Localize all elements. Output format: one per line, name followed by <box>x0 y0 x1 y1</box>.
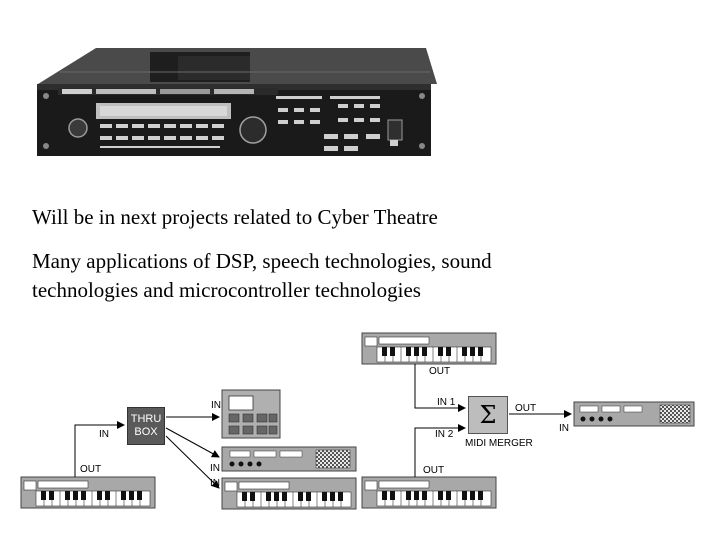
label-in2: IN 2 <box>435 429 454 440</box>
keyboard-bottom-right <box>361 476 497 509</box>
label-in-pad: IN <box>211 400 221 411</box>
label-out-bottom-keyboard: OUT <box>423 465 445 476</box>
thru-box: THRU BOX <box>127 407 165 445</box>
drum-pad-unit <box>221 389 281 439</box>
label-in-bottom-keyboard: IN <box>210 478 220 489</box>
label-out-left-keyboard: OUT <box>80 464 102 475</box>
slide-line-applications: Many applications of DSP, speech technol… <box>32 249 492 273</box>
keyboard-left <box>20 476 156 509</box>
thru-box-label-line2: BOX <box>134 426 158 438</box>
label-in1: IN 1 <box>437 397 456 408</box>
sound-module-right <box>573 401 695 427</box>
label-merger-out: OUT <box>515 403 537 414</box>
label-out-top-keyboard: OUT <box>429 366 451 377</box>
midi-merger-box: Σ <box>468 396 508 434</box>
sigma-symbol: Σ <box>479 401 497 429</box>
slide-line-applications-cont: technologies and microcontroller technol… <box>32 278 421 302</box>
sound-module-middle <box>221 446 357 472</box>
keyboard-bottom-middle <box>221 477 357 510</box>
keyboard-top <box>361 332 497 365</box>
label-in-right-module: IN <box>559 423 569 434</box>
thru-box-label-line1: THRU <box>130 413 162 425</box>
label-in-thru: IN <box>99 429 109 440</box>
midi-connections <box>74 364 572 489</box>
label-in-module: IN <box>210 463 220 474</box>
label-midi-merger: MIDI MERGER <box>465 438 533 449</box>
slide-line-cyber-theatre: Will be in next projects related to Cybe… <box>32 205 438 229</box>
